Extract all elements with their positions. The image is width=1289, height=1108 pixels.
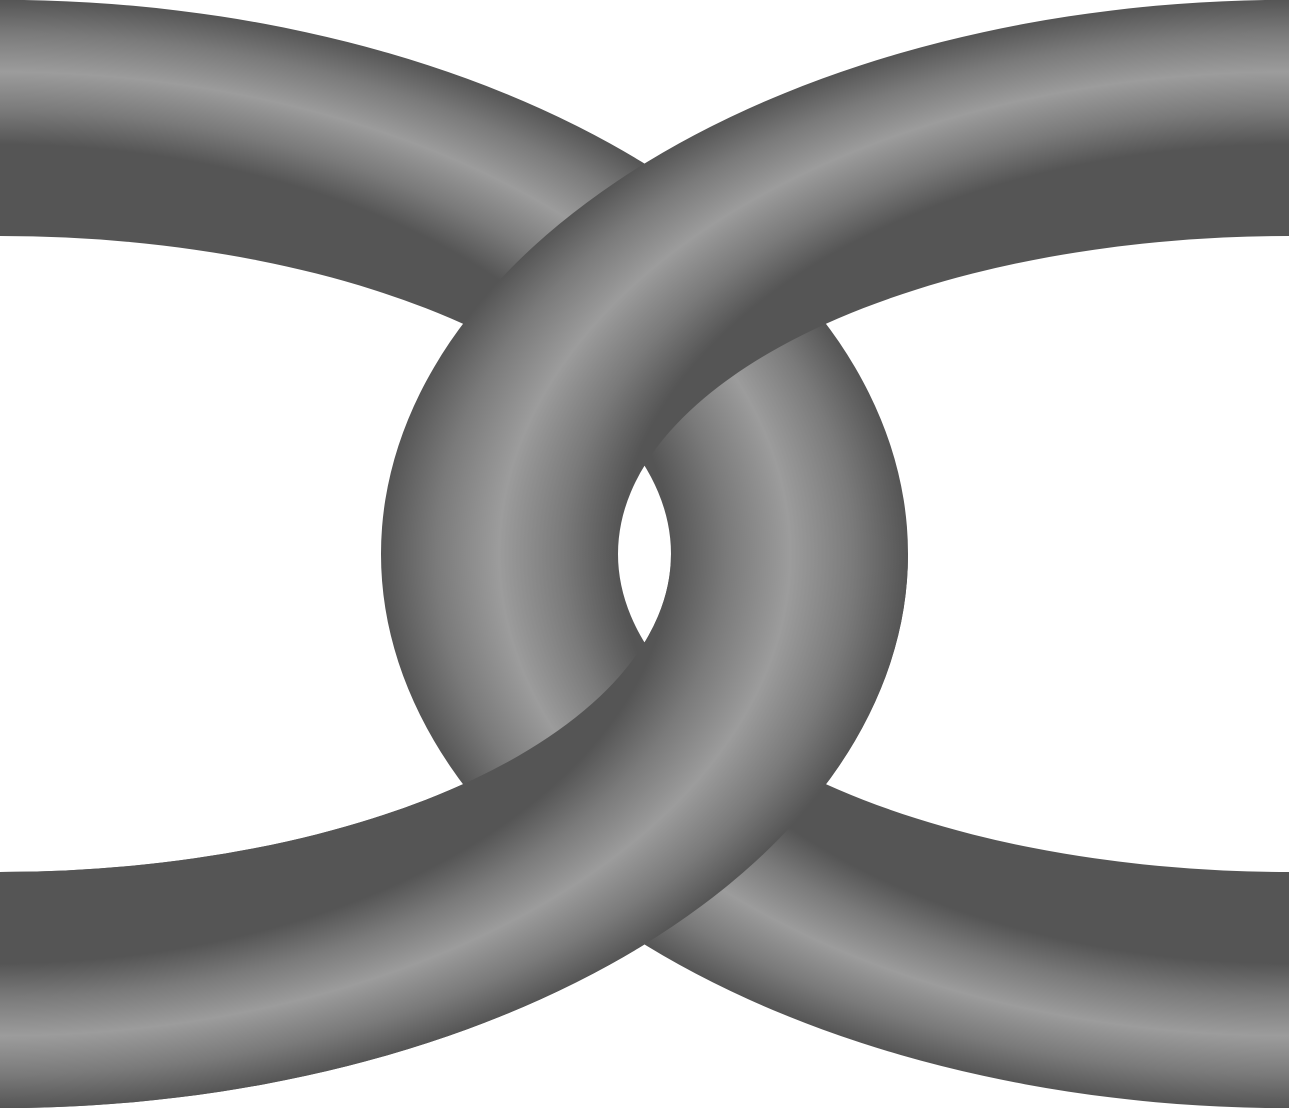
chain-link-left-lower-overlap: [0, 554, 908, 1108]
chain-link-right-upper: [381, 0, 1289, 554]
